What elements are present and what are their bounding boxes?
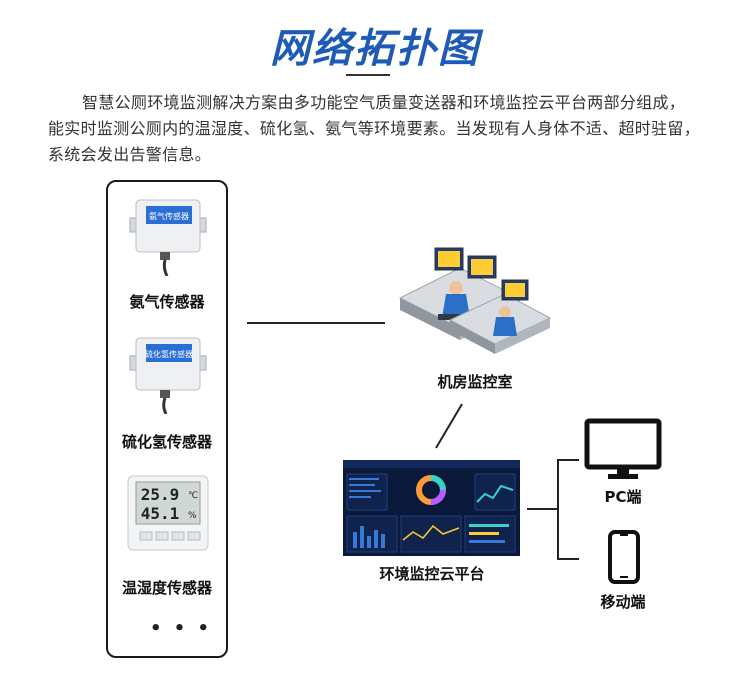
h2s-sensor-label: 硫化氢传感器 <box>121 433 212 451</box>
more-devices-ellipsis: • • • <box>150 618 213 639</box>
temp-humidity-sensor-label: 温湿度传感器 <box>121 579 212 597</box>
cloud-platform-label: 环境监控云平台 <box>379 565 485 583</box>
endpoint-mobile-connector <box>557 558 579 560</box>
ammonia-panel-text: 氨气传感器 <box>149 211 189 221</box>
lcd-humidity: 45.1 <box>141 504 180 523</box>
pc-endpoint-label: PC端 <box>604 488 642 506</box>
sensor-group-frame <box>106 180 228 658</box>
pc-monitor-icon <box>584 418 662 479</box>
mobile-endpoint-label: 移动端 <box>600 593 646 611</box>
mobile-phone-icon <box>608 530 640 584</box>
control-room-image <box>398 247 552 354</box>
endpoints-bracket-vertical <box>557 459 559 560</box>
platform-connector-line <box>527 508 557 510</box>
title-divider <box>346 74 390 76</box>
devices-to-control-room-line <box>247 322 385 324</box>
endpoint-pc-connector <box>557 459 579 461</box>
lcd-humidity-unit: % <box>188 511 197 521</box>
lcd-temperature-unit: ℃ <box>188 491 198 501</box>
lcd-temperature: 25.9 <box>141 485 180 504</box>
ammonia-sensor-label: 氨气传感器 <box>129 293 205 311</box>
ammonia-sensor-image: 氨气传感器 <box>129 199 207 276</box>
h2s-sensor-image: 硫化氢传感器 <box>129 337 207 414</box>
intro-paragraph: 智慧公厕环境监测解决方案由多功能空气质量变送器和环境监控云平台两部分组成，能实时… <box>48 93 701 164</box>
control-room-to-platform-line <box>435 403 463 449</box>
h2s-panel-text: 硫化氢传感器 <box>145 349 193 359</box>
cloud-platform-dashboard-image <box>343 460 520 556</box>
control-room-label: 机房监控室 <box>437 373 513 391</box>
page-title: 网络拓扑图 <box>270 26 480 72</box>
temp-humidity-sensor-image: 25.9 ℃ 45.1 % <box>127 475 209 551</box>
